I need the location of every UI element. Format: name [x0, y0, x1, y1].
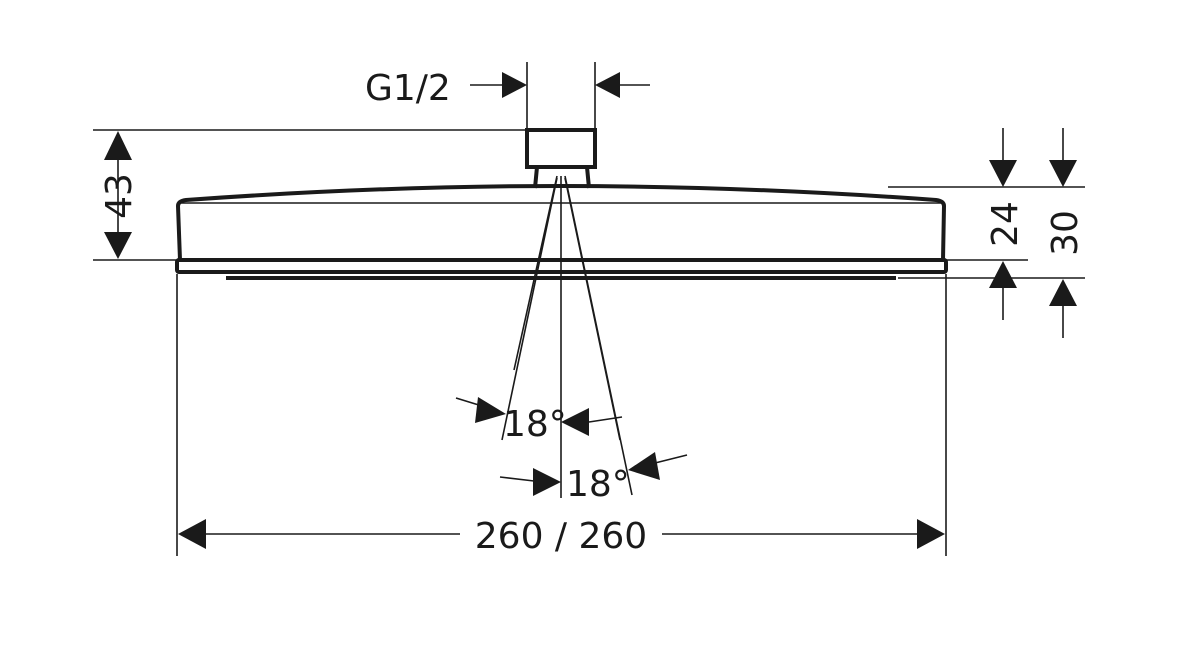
- right-dimensions: 24 30: [888, 128, 1086, 338]
- arrow-left: [595, 72, 620, 98]
- angle-inner-label: 18°: [503, 404, 567, 445]
- arrow-right: [502, 72, 527, 98]
- spray-angle: 18° 18°: [455, 175, 688, 505]
- height-total-dimension: 43: [93, 129, 527, 261]
- angle-outer-label: 18°: [566, 464, 630, 505]
- body-height-label: 24: [985, 201, 1026, 247]
- height-total-label: 43: [99, 173, 140, 219]
- connector-nut: [525, 128, 597, 169]
- thread-label: G1/2: [365, 68, 451, 109]
- thread-dimension: G1/2: [365, 62, 650, 130]
- width-label: 260 / 260: [475, 516, 647, 557]
- overall-height-label: 30: [1045, 210, 1086, 256]
- width-dimension: 260 / 260: [176, 274, 947, 557]
